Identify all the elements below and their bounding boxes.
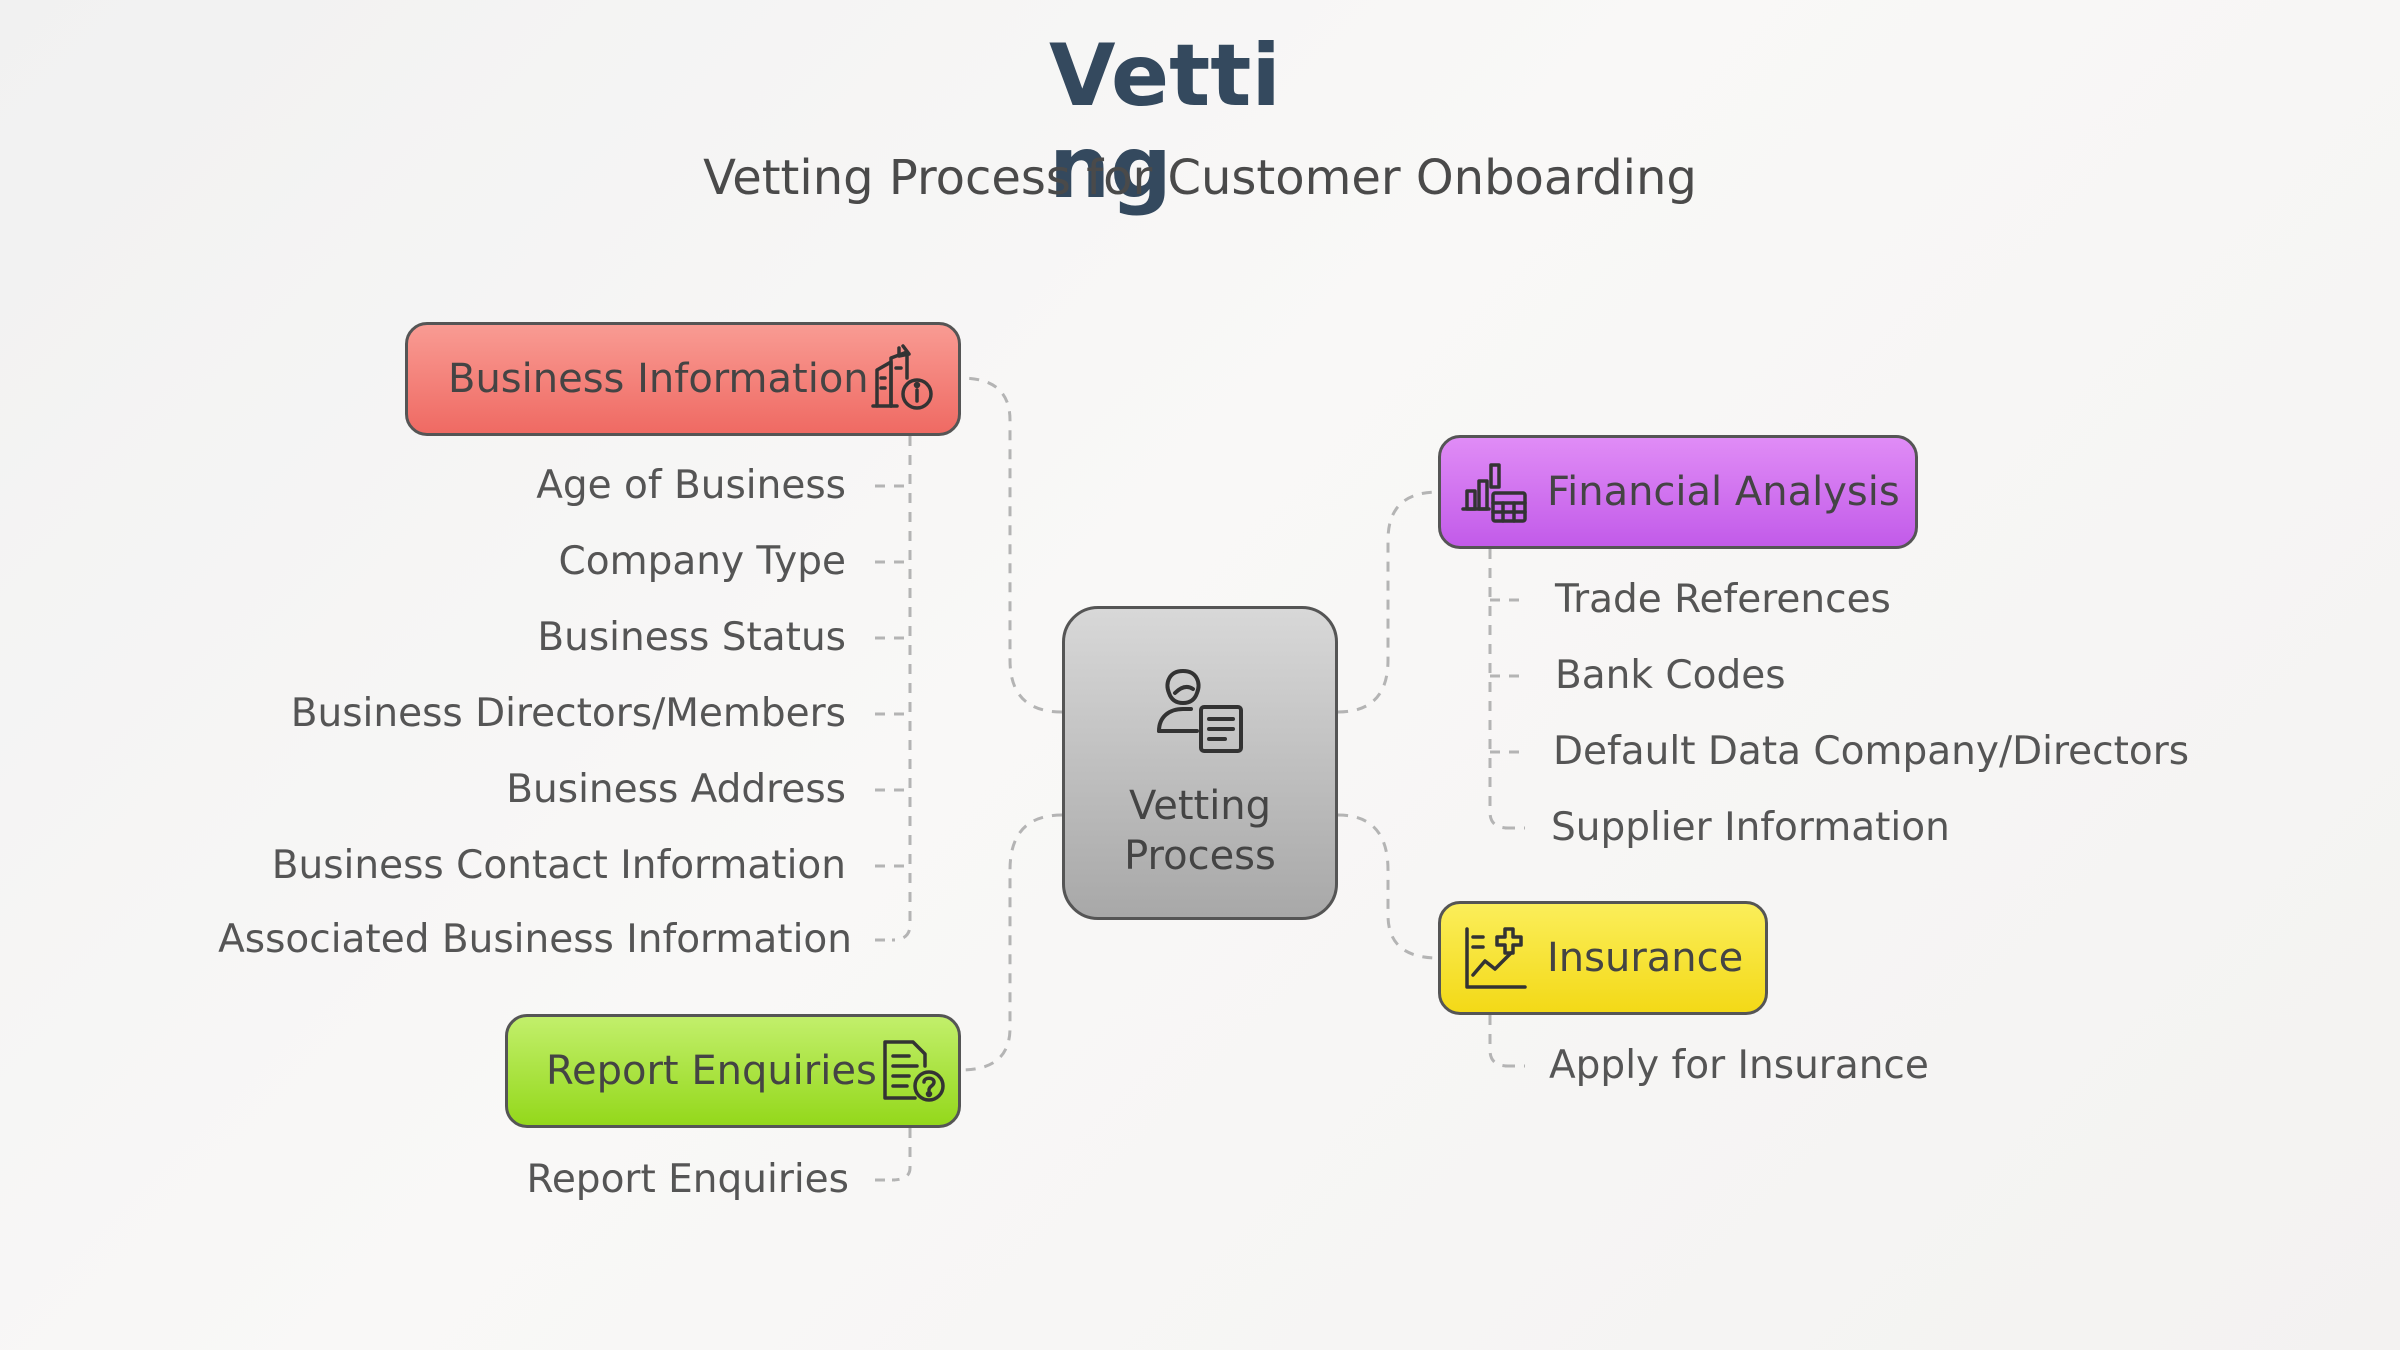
category-financial-analysis: Financial Analysis xyxy=(1438,435,1918,549)
diagram-subtitle: Vetting Process for Customer Onboarding xyxy=(703,150,1697,206)
connector-insurance xyxy=(1337,813,1439,960)
list-item: Report Enquiries xyxy=(526,1157,849,1202)
document-question-icon xyxy=(877,1036,947,1106)
trunk-report-enquiries xyxy=(891,1128,912,1182)
list-item: Company Type xyxy=(558,539,846,584)
list-item: Default Data Company/Directors xyxy=(1553,729,2190,774)
diagram-title: Vetting xyxy=(1049,26,1281,218)
list-item: Business Contact Information xyxy=(271,843,846,888)
chart-calculator-icon xyxy=(1461,457,1531,527)
category-business-information: Business Information xyxy=(405,322,961,436)
center-node-label: Vetting Process xyxy=(1124,783,1276,879)
category-report-enquiries: Report Enquiries xyxy=(505,1014,961,1128)
connector-report-enquiries xyxy=(960,813,1063,1072)
category-label: Financial Analysis xyxy=(1547,469,1900,515)
list-item: Associated Business Information xyxy=(218,917,852,962)
person-document-icon xyxy=(1145,651,1255,761)
list-item: Trade References xyxy=(1555,577,1891,622)
list-item: Business Address xyxy=(506,767,846,812)
list-item: Apply for Insurance xyxy=(1549,1043,1929,1088)
category-label: Report Enquiries xyxy=(546,1048,877,1094)
trunk-insurance xyxy=(1488,1015,1509,1068)
category-label: Insurance xyxy=(1547,935,1744,981)
building-info-icon xyxy=(869,344,939,414)
list-item: Business Directors/Members xyxy=(290,691,846,736)
center-node-vetting-process: Vetting Process xyxy=(1062,606,1338,920)
list-item: Business Status xyxy=(537,615,846,660)
connector-financial-analysis xyxy=(1337,490,1439,714)
category-label: Business Information xyxy=(448,356,869,402)
list-item: Bank Codes xyxy=(1555,653,1786,698)
category-insurance: Insurance xyxy=(1438,901,1768,1015)
trunk-financial-analysis xyxy=(1488,549,1509,830)
chart-plus-icon xyxy=(1461,923,1531,993)
list-item: Supplier Information xyxy=(1551,805,1950,850)
trunk-business-information xyxy=(891,436,912,942)
connector-business-information xyxy=(960,376,1063,714)
list-item: Age of Business xyxy=(536,463,846,508)
